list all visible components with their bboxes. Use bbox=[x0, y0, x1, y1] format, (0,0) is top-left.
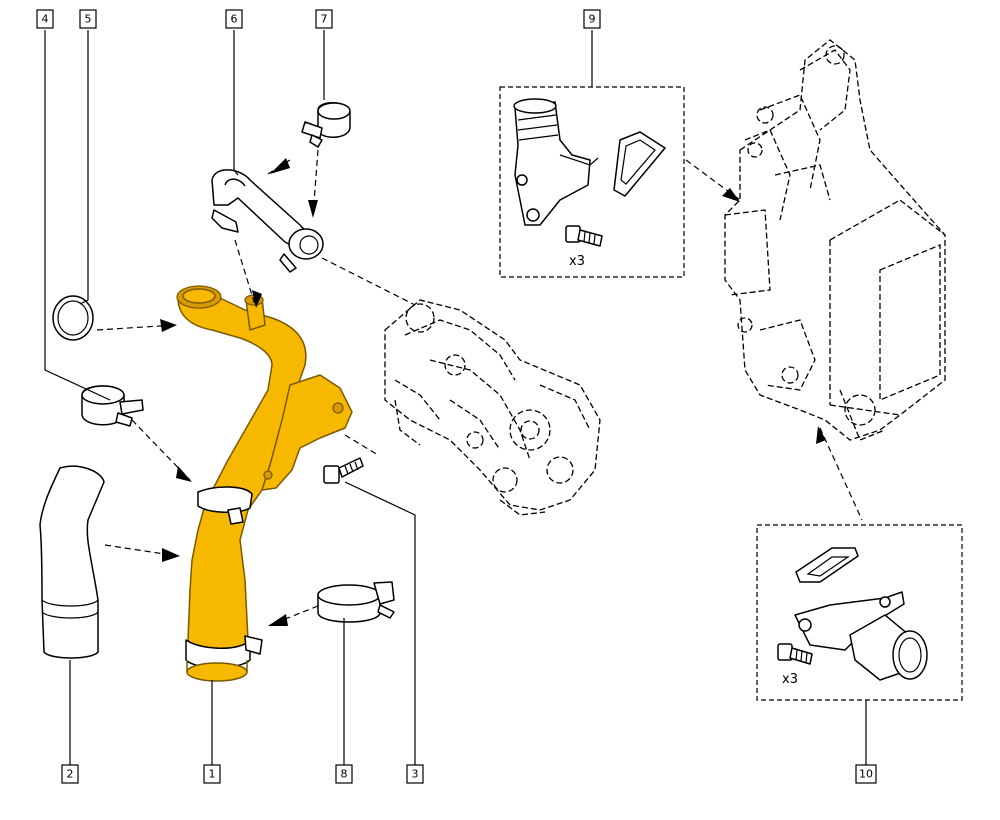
callout-2: 2 bbox=[61, 764, 79, 784]
callout-7: 7 bbox=[315, 9, 333, 29]
leader-lines bbox=[44, 30, 867, 765]
part-3-bolt bbox=[323, 457, 364, 484]
kit-9-bolt bbox=[565, 225, 603, 247]
kit-9-gasket bbox=[613, 131, 666, 197]
callout-1-label: 1 bbox=[209, 768, 216, 781]
kit-10-frame bbox=[756, 524, 963, 701]
callout-6-label: 6 bbox=[231, 13, 238, 26]
callout-5: 5 bbox=[79, 9, 97, 29]
callout-10-label: 10 bbox=[859, 768, 873, 781]
kit-9-quantity: x3 bbox=[569, 254, 585, 269]
kit-9-outlet-housing bbox=[513, 98, 599, 226]
part-5-o-ring bbox=[52, 295, 94, 341]
kit-10-group: x3 bbox=[756, 524, 963, 701]
callout-7-label: 7 bbox=[321, 13, 328, 26]
callout-9-label: 9 bbox=[589, 13, 596, 26]
part-4-clamp bbox=[81, 385, 144, 427]
callout-3: 3 bbox=[406, 764, 424, 784]
callout-4-label: 4 bbox=[42, 13, 49, 26]
callout-8: 8 bbox=[335, 764, 353, 784]
callout-5-label: 5 bbox=[85, 13, 92, 26]
part-8-clamp bbox=[317, 581, 395, 623]
assembly-lines bbox=[96, 149, 863, 626]
kit-10-outlet-flange bbox=[794, 591, 928, 681]
kit-9-group: x3 bbox=[499, 86, 685, 278]
cooler-housing-outline bbox=[724, 39, 946, 441]
callout-1: 1 bbox=[203, 764, 221, 784]
callout-8-label: 8 bbox=[341, 768, 348, 781]
callout-9: 9 bbox=[583, 9, 601, 29]
callout-6: 6 bbox=[225, 9, 243, 29]
callout-4: 4 bbox=[36, 9, 54, 29]
part-2-hose-sleeve bbox=[39, 465, 105, 659]
kit-10-gasket bbox=[795, 547, 859, 583]
engine-block-outline bbox=[384, 299, 601, 516]
kit-10-bolt bbox=[777, 643, 813, 665]
part-6-upper-hose bbox=[211, 169, 324, 273]
callout-3-label: 3 bbox=[412, 768, 419, 781]
kit-10-quantity: x3 bbox=[782, 672, 798, 687]
part-7-clamp bbox=[301, 102, 351, 148]
callout-2-label: 2 bbox=[67, 768, 74, 781]
part-1-coolant-pipe bbox=[176, 285, 353, 682]
callout-10: 10 bbox=[855, 764, 877, 784]
